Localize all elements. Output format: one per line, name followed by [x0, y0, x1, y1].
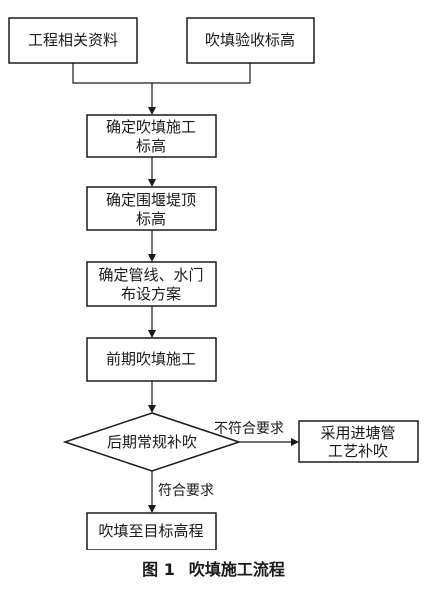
- node-cofferdam-elevation-line2: 标高: [136, 210, 166, 228]
- node-pond-pipe-line2: 工艺补吹: [328, 442, 388, 460]
- edge-acceptance-merge: [152, 63, 251, 84]
- node-pipeline-plan-line2: 布设方案: [121, 285, 181, 303]
- node-pond-pipe-box: [298, 420, 419, 463]
- figure-caption: 图 1 吹填施工流程: [0, 556, 427, 580]
- node-later-fill-label: 后期常规补吹: [107, 433, 197, 451]
- node-cofferdam-elevation-line1: 确定围堰堤顶: [106, 191, 196, 209]
- node-fill-elevation-line2: 标高: [136, 137, 166, 155]
- node-project-data-box: [8, 17, 138, 64]
- arrow-to-later-fill: [148, 405, 156, 413]
- node-project-data-label: 工程相关资料: [28, 31, 118, 49]
- figure-number: 图 1: [142, 560, 175, 579]
- arrow-to-pond-pipe: [291, 438, 299, 446]
- node-cofferdam-elevation-box: [86, 186, 217, 231]
- arrow-to-target: [148, 505, 156, 513]
- node-pond-pipe-line1: 采用进塘管: [320, 424, 395, 442]
- arrow-to-early-fill: [148, 330, 156, 338]
- arrow-to-fill-elevation: [148, 107, 156, 115]
- node-acceptance-elevation-label: 吹填验收标高: [205, 31, 295, 49]
- edge-label-not-meet: 不符合要求: [214, 421, 284, 437]
- node-fill-elevation-line1: 确定吹填施工: [106, 118, 196, 136]
- node-early-fill-label: 前期吹填施工: [106, 350, 196, 368]
- arrow-to-cofferdam: [148, 179, 156, 187]
- edge-project-data-merge: [72, 63, 152, 84]
- edge-label-meet: 符合要求: [158, 483, 214, 499]
- node-target-elevation-label: 吹填至目标高程: [98, 522, 203, 540]
- figure-title: 吹填施工流程: [188, 560, 285, 579]
- flowchart: 工程相关资料 吹填验收标高 确定吹填施工 标高 确定围堰堤顶 标高 确定管线、水…: [8, 17, 419, 550]
- node-target-elevation-box: [86, 512, 217, 550]
- node-pipeline-plan-line1: 确定管线、水门: [98, 266, 203, 284]
- node-early-fill-box: [86, 337, 217, 382]
- arrow-to-pipeline: [148, 254, 156, 262]
- node-acceptance-elevation-box: [186, 17, 315, 64]
